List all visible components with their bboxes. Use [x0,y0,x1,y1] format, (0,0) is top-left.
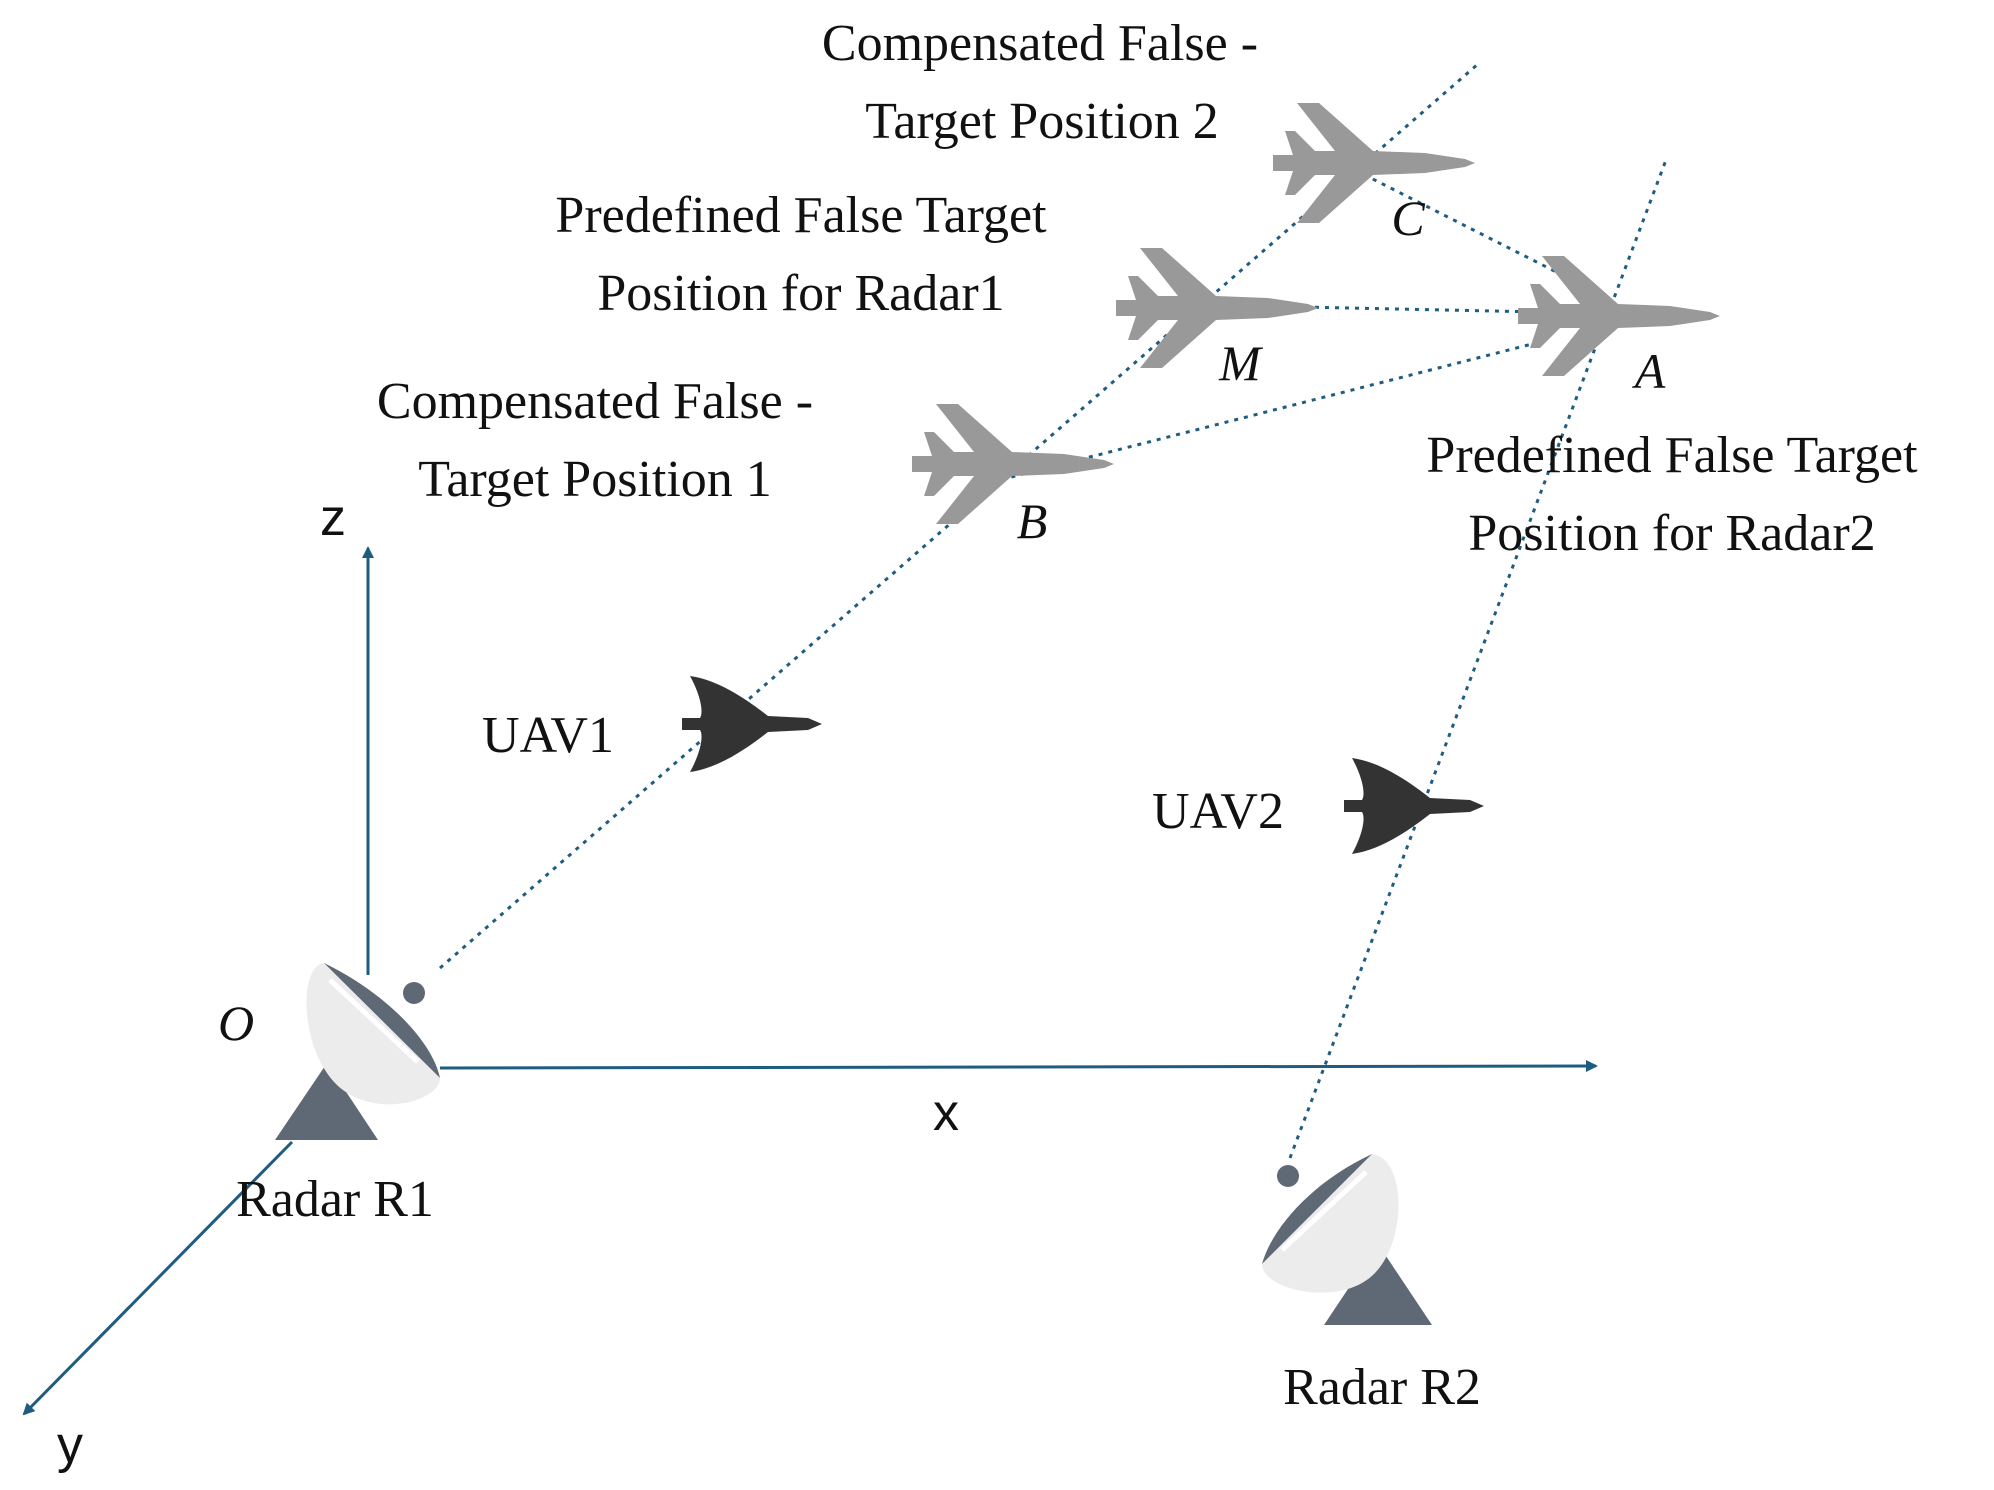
uav1-label: UAV1 [482,707,614,764]
compensated-target-2-label-line2: Target Position 2 [865,93,1219,150]
jet-b-icon [912,404,1114,524]
origin-label: O [218,995,254,1051]
radar-r1-label: Radar R1 [236,1171,434,1228]
jet-m-icon [1116,248,1318,368]
y-axis [22,1140,294,1416]
point-m-label: M [1218,335,1263,391]
z-axis-label: z [320,489,346,547]
line-r2-to-a [1288,159,1668,1159]
radar-r2-icon [1262,1154,1432,1325]
line-b-to-a [991,340,1541,484]
predefined-target-radar2-label-line2: Position for Radar2 [1468,505,1875,562]
uavs [682,676,1484,854]
compensated-target-2-label-line1: Compensated False - [822,15,1258,72]
compensated-target-1-label-line2: Target Position 1 [418,451,772,508]
uav2-label: UAV2 [1152,783,1284,840]
point-b-label: B [1017,493,1048,549]
predefined-target-radar2-label-line1: Predefined False Target [1426,427,1918,484]
point-c-label: C [1391,190,1425,246]
radar-r2-label: Radar R2 [1283,1359,1481,1416]
uav1-icon [682,676,822,772]
line-c-to-a [1354,168,1581,286]
predefined-target-radar1-label-line1: Predefined False Target [555,187,1047,244]
predefined-target-radar1-label-line2: Position for Radar1 [597,265,1004,322]
axes [22,546,1598,1416]
y-axis-label: y [57,1416,83,1474]
x-axis [439,1060,1598,1073]
jet-c-icon [1273,103,1475,223]
jet-a-icon [1518,256,1720,376]
radar-r1-icon [275,963,440,1140]
uav2-icon [1344,758,1484,854]
x-axis-label: x [933,1084,959,1142]
compensated-target-1-label-line1: Compensated False - [377,373,813,430]
dotted-lines [439,62,1668,1159]
point-a-label: A [1632,343,1666,399]
